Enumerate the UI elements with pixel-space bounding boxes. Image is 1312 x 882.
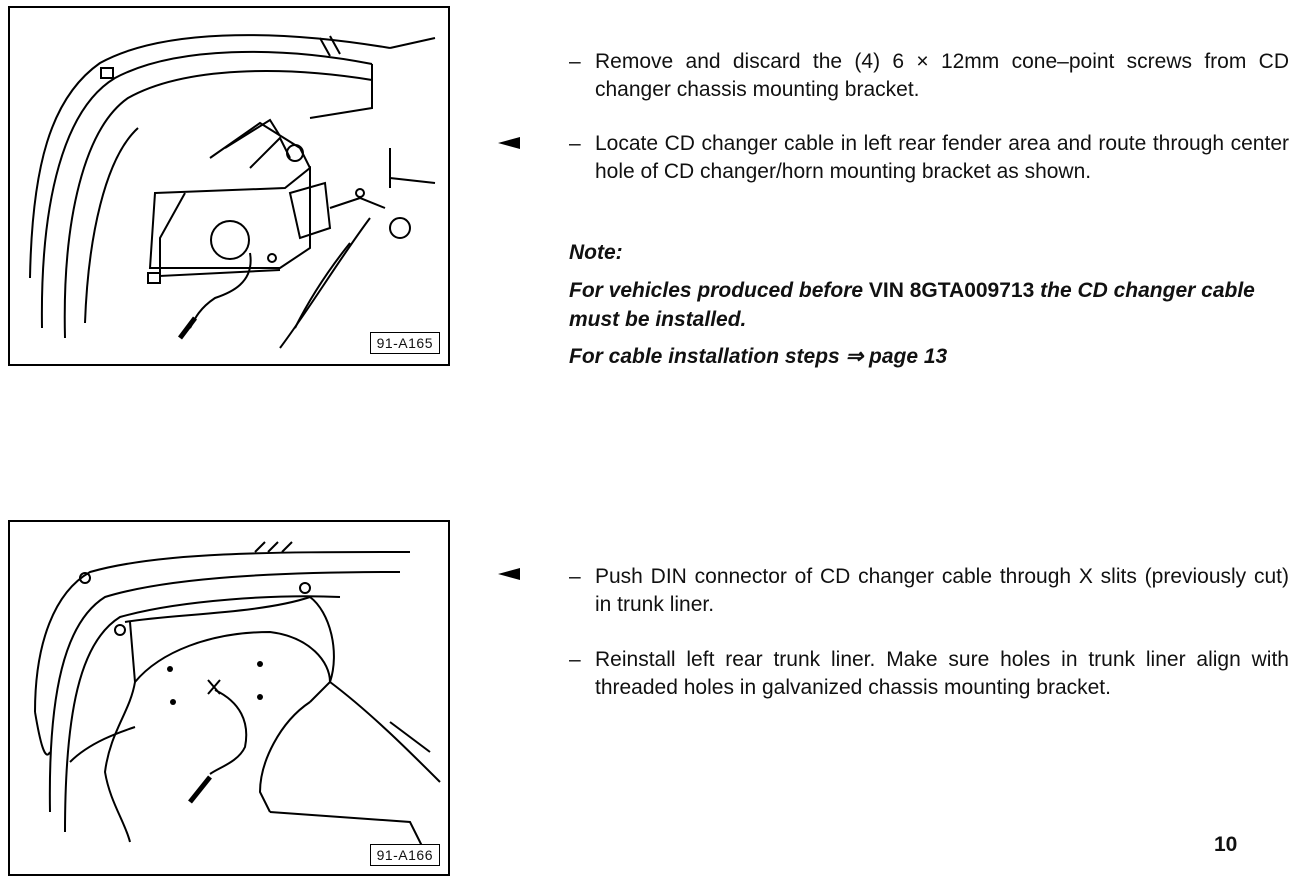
step-text: Locate CD changer cable in left rear fen… [595,132,1289,183]
bullet-dash: – [569,565,581,588]
step-route-cable: – Locate CD changer cable in left rear f… [569,130,1289,186]
illustration-trunk-liner [34,541,441,853]
step-text: Push DIN connector of CD changer cable t… [595,565,1289,616]
note-text-a: For vehicles produced before [569,279,864,302]
bullet-dash: – [569,50,581,73]
illustration-cd-changer-bracket [29,34,436,349]
pointer-arrow-icon [498,568,520,580]
note-vin: VIN 8GTA009713 [863,279,1041,302]
figure-91-A166: 91-A166 [8,520,450,876]
note-title: Note: [569,241,623,264]
note-cable-installation-ref: For cable installation steps ⇒ page 13 [569,345,948,368]
step-remove-screws: – Remove and discard the (4) 6 × 12mm co… [569,48,1289,104]
pointer-arrow-icon [498,137,520,149]
note-text-c: the CD changer cable must be installed. [569,279,1255,331]
page-number: 10 [1214,833,1238,856]
figure-label: 91-A166 [369,844,440,866]
step-text: Reinstall left rear trunk liner. Make su… [595,648,1289,699]
step-push-din-connector: – Push DIN connector of CD changer cable… [569,563,1289,619]
figure-label: 91-A165 [369,332,440,354]
step-reinstall-trunk-liner: – Reinstall left rear trunk liner. Make … [569,646,1289,702]
bullet-dash: – [569,132,581,155]
step-text: Remove and discard the (4) 6 × 12mm cone… [595,50,1289,101]
bullet-dash: – [569,648,581,671]
figure-91-A165: 91-A165 [8,6,450,366]
note-vehicles-before-vin: For vehicles produced before VIN 8GTA009… [569,276,1294,334]
